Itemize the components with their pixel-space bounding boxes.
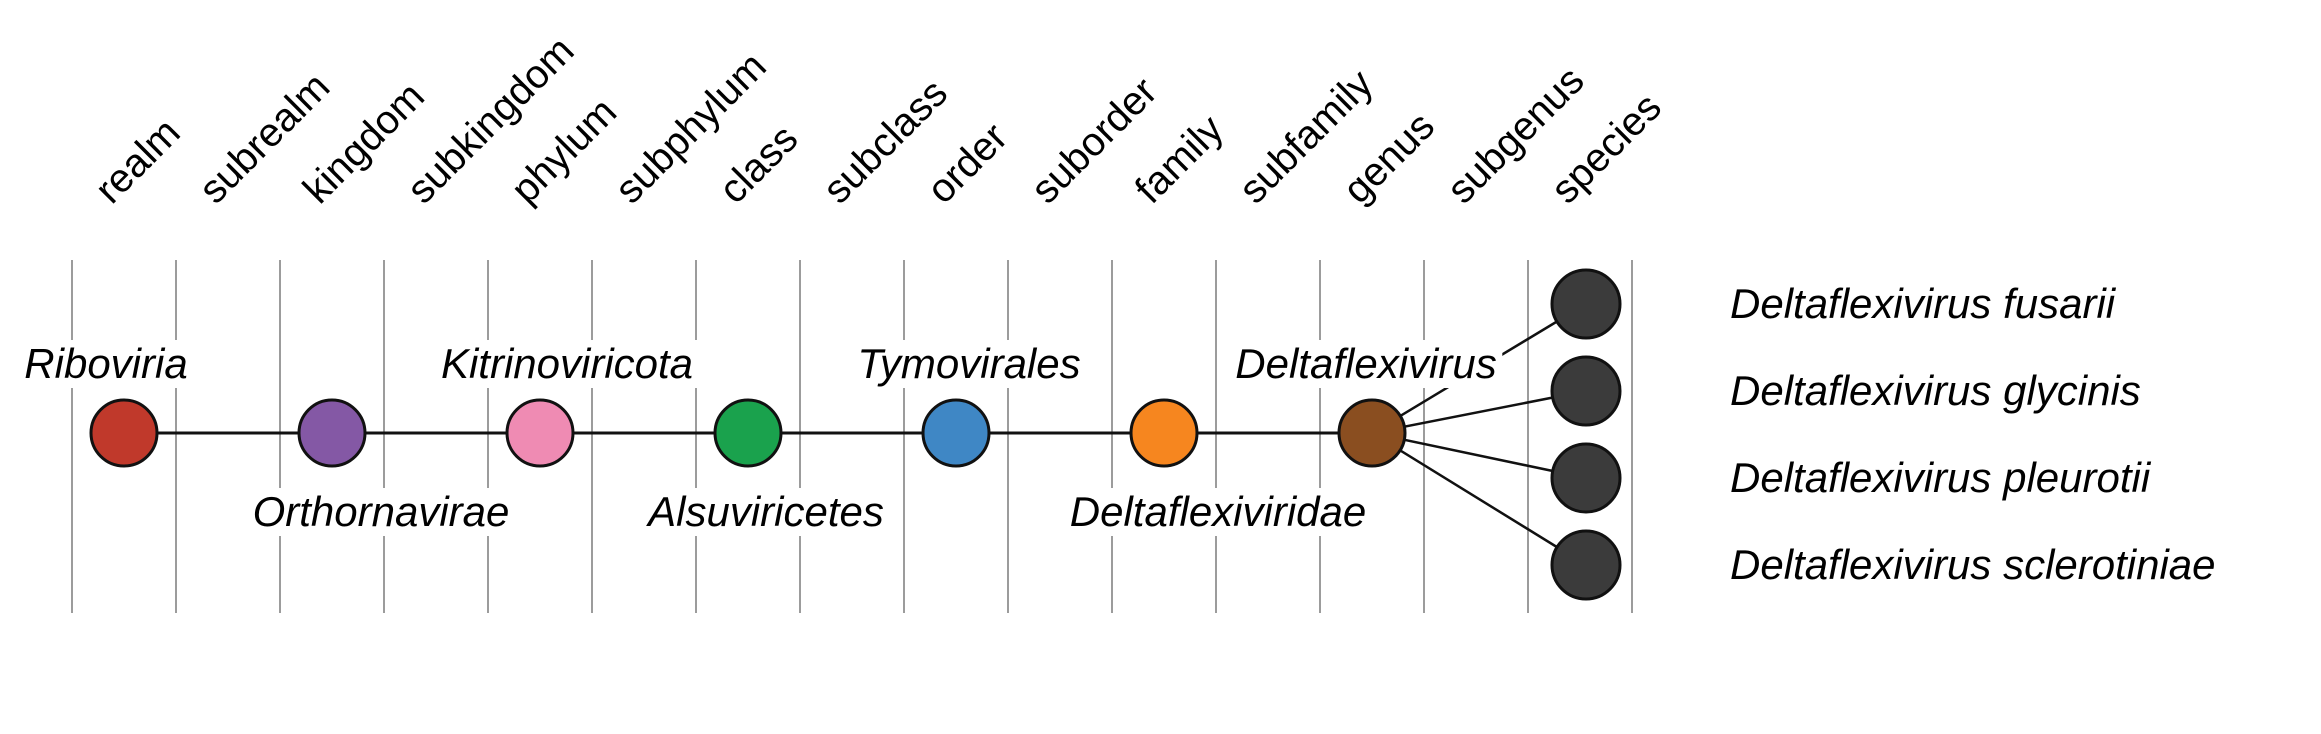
taxon-label-phylum: Kitrinoviricota [434,340,700,388]
node-genus [1337,398,1407,468]
species-label-1: Deltaflexivirus fusarii [1730,280,2116,327]
species-label-2: Deltaflexivirus glycinis [1730,367,2141,414]
taxon-label-family: Deltaflexiviridae [1063,488,1373,536]
species-label-3: Deltaflexivirus pleurotii [1730,454,2151,501]
taxon-label-kingdom: Orthornavirae [246,488,516,536]
node-class [713,398,783,468]
node-kingdom [297,398,367,468]
node-order [921,398,991,468]
node-species-1 [1550,268,1622,340]
node-phylum [505,398,575,468]
node-species-3 [1550,442,1622,514]
node-species-2 [1550,355,1622,427]
node-species-4 [1550,529,1622,601]
node-realm [89,398,159,468]
taxon-label-order: Tymovirales [851,340,1087,388]
rank-gridlines [71,260,1633,613]
node-family [1129,398,1199,468]
taxon-label-genus: Deltaflexivirus [1229,340,1503,388]
species-label-4: Deltaflexivirus sclerotiniae [1730,541,2216,588]
taxon-label-class: Alsuviricetes [642,488,890,536]
taxon-label-realm: Riboviria [18,340,194,388]
